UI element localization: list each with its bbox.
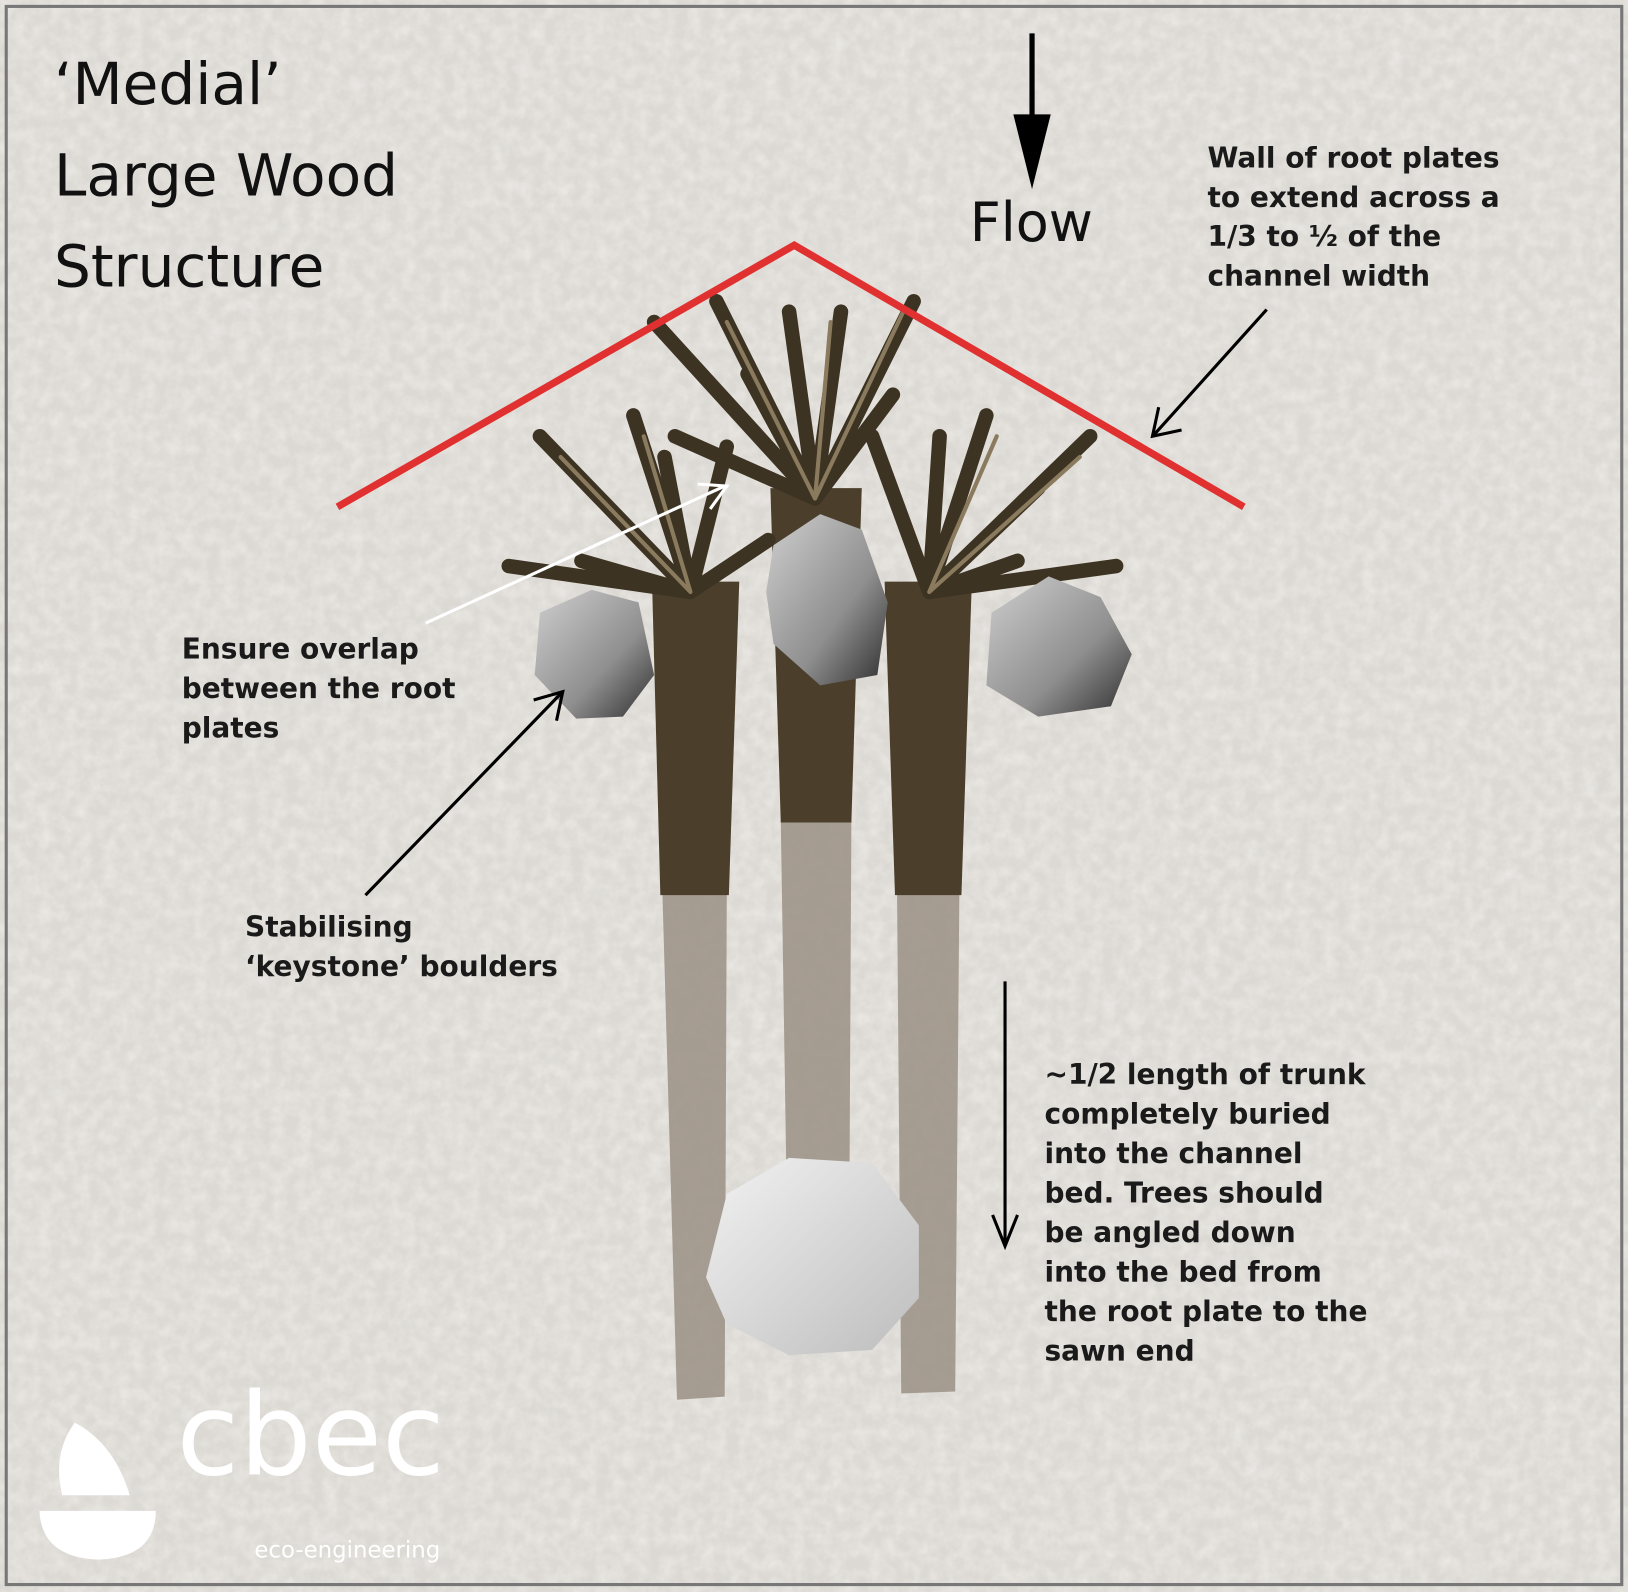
overlap-annotation: Ensure overlap between the root plates: [182, 632, 466, 744]
flow-label: Flow: [970, 191, 1093, 254]
cbec-logo: cbec eco-engineering: [39, 1369, 445, 1564]
root-plate-wall-line: [335, 241, 1246, 510]
boulders-annotation: Stabilising ‘keystone’ boulders: [245, 911, 558, 983]
wall-arrow-icon: [1150, 308, 1268, 439]
flow-arrow-icon: [1013, 33, 1051, 190]
overlap-arrow-icon: [425, 482, 730, 625]
logo-tagline: eco-engineering: [254, 1538, 440, 1564]
trunk-annotation: ~1/2 length of trunk completely buried i…: [1044, 1058, 1377, 1367]
logo-wordmark: cbec: [177, 1369, 445, 1502]
wall-annotation: Wall of root plates to extend across a 1…: [1208, 141, 1510, 292]
trunk-length-arrow-icon: [991, 981, 1019, 1251]
frame-border: [4, 4, 1624, 1587]
diagram-title: ‘Medial’ Large Wood Structure: [54, 50, 417, 301]
keystone-boulders: [534, 514, 1132, 1356]
boulder-arrow-icon: [364, 689, 565, 897]
